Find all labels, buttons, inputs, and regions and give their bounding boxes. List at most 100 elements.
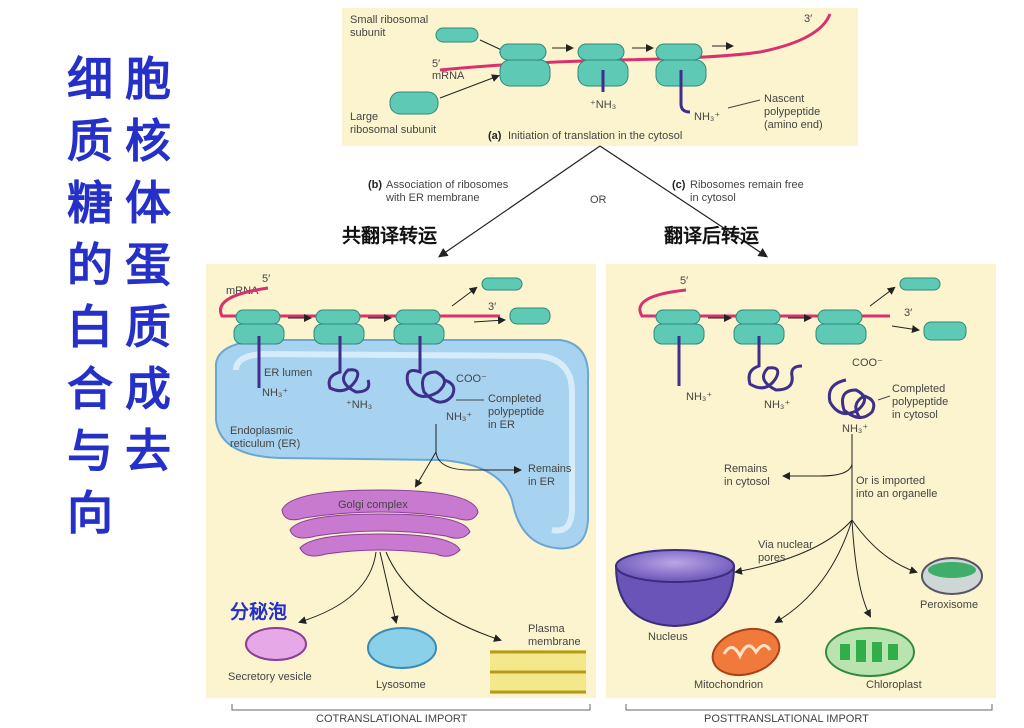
ribosome-small: [235, 309, 281, 325]
three-prime-label: 3′: [904, 307, 912, 319]
ribosome-small: [577, 43, 625, 61]
ribosome-small: [315, 309, 361, 325]
branch-arrow-right: [599, 145, 769, 258]
er-lumen: [214, 339, 590, 550]
imported-label-2: into an organelle: [856, 488, 937, 500]
polypeptide-folding: [327, 336, 371, 394]
er-membrane-highlight: [233, 350, 575, 534]
thylakoid-stack: [872, 642, 882, 662]
ribosome-small: [655, 309, 701, 325]
polypeptide-completed: [405, 336, 456, 404]
cotranslational-cn-label: 共翻译转运: [342, 224, 437, 247]
small-subunit-label-1: Small ribosomal: [350, 14, 428, 26]
three-prime-label: 3′: [804, 13, 812, 25]
via-nuclear-2: pores: [758, 552, 786, 564]
remains-er-2: in ER: [528, 476, 555, 488]
mrna-label: mRNA: [226, 285, 259, 297]
title-char: 合: [67, 362, 113, 416]
title-char: 的: [67, 238, 113, 292]
mitochondrion-label: Mitochondrion: [694, 679, 763, 691]
lysosome-label: Lysosome: [376, 679, 426, 691]
completed-cytosol-1: Completed: [892, 383, 945, 395]
posttranslational-footer: POSTTRANSLATIONAL IMPORT: [704, 713, 869, 725]
posttranslational-panel: 5′ 3′ COO⁻ NH₃⁺ NH₃⁺ NH₃⁺ Completed poly…: [606, 264, 996, 725]
completed-cytosol-2: polypeptide: [892, 396, 948, 408]
caption-a: Initiation of translation in the cytosol: [508, 130, 682, 142]
caption-a-bold: (a): [488, 130, 502, 142]
arrow-to-chloroplast: [851, 519, 871, 618]
three-prime-label: 3′: [488, 301, 496, 313]
peroxisome-label: Peroxisome: [920, 599, 978, 611]
large-subunit: [389, 91, 439, 115]
free-subunit: [481, 277, 523, 291]
arrow-to-nucleus: [734, 519, 853, 575]
ribosome-small: [735, 309, 781, 325]
thylakoid-stack: [856, 640, 866, 662]
arrow-to-plasma: [385, 551, 502, 642]
er-label-2: reticulum (ER): [230, 438, 300, 450]
plasma-label-2: membrane: [528, 636, 581, 648]
imported-label-1: Or is imported: [856, 475, 925, 487]
free-subunit: [509, 307, 551, 325]
polypeptide-long: [679, 70, 691, 114]
free-subunit: [899, 277, 941, 291]
secretory-label: Secretory vesicle: [228, 671, 312, 683]
title-char: 体: [125, 176, 171, 230]
title-char: 与: [67, 424, 113, 478]
mitochondrion-body: [711, 627, 781, 677]
branch-c-text-1: Ribosomes remain free: [690, 179, 804, 191]
thylakoid-stack: [840, 644, 850, 660]
large-subunit-label-1: Large: [350, 111, 378, 123]
golgi-cisterna: [289, 513, 471, 539]
title-char: 质: [67, 114, 113, 168]
small-subunit-label-2: subunit: [350, 27, 385, 39]
arrow: [439, 74, 500, 99]
remains-cytosol-2: in cytosol: [724, 476, 770, 488]
polypeptide-completed: [827, 378, 876, 419]
plasma-label-1: Plasma: [528, 623, 566, 635]
polypeptide-folding: [747, 336, 803, 392]
completed-er-3: in ER: [488, 419, 515, 431]
title-char: 核: [125, 114, 171, 168]
cotranslational-panel: 5′ mRNA 3′ ER lumen NH₃⁺ ⁺NH₃ COO⁻ NH₃⁺ …: [206, 264, 596, 725]
chloroplast: [825, 627, 915, 677]
er-lumen-label: ER lumen: [264, 367, 312, 379]
completed-er-2: polypeptide: [488, 406, 544, 418]
er-label-1: Endoplasmic: [230, 425, 293, 437]
leader-line: [727, 99, 761, 109]
remains-er-1: Remains: [528, 463, 572, 475]
large-subunit-label-2: ribosomal subunit: [350, 124, 436, 136]
cotranslational-footer: COTRANSLATIONAL IMPORT: [316, 713, 468, 725]
title-char: 细: [67, 52, 113, 106]
ribosome-small: [395, 309, 441, 325]
lysosome: [367, 627, 437, 669]
nh3-label: NH₃⁺: [764, 399, 790, 411]
golgi-complex: [281, 489, 479, 557]
golgi-cisterna: [299, 533, 461, 557]
nucleus-body: [614, 565, 736, 628]
nascent-label-3: (amino end): [764, 119, 823, 131]
leader-line: [877, 395, 891, 401]
chloroplast-label: Chloroplast: [866, 679, 922, 691]
branch-b-bold: (b): [368, 179, 382, 191]
branch-area: (b) Association of ribosomes with ER mem…: [342, 145, 804, 258]
small-subunit: [435, 27, 479, 43]
posttranslational-cn-label: 翻译后转运: [664, 224, 759, 247]
nh3-label: NH₃⁺: [262, 387, 288, 399]
thylakoid-stack: [888, 644, 898, 660]
remains-cytosol-1: Remains: [724, 463, 768, 475]
title-char: 胞: [125, 52, 171, 106]
title-char: 蛋: [125, 238, 171, 292]
branch-arrow-left: [438, 145, 601, 258]
golgi-cisterna: [281, 489, 479, 521]
mrna-label: mRNA: [432, 70, 465, 82]
nucleus-label: Nucleus: [648, 631, 688, 643]
branch-b-text-1: Association of ribosomes: [386, 179, 509, 191]
bracket: [625, 704, 993, 711]
plasma-membrane: [490, 650, 586, 694]
nascent-label-2: polypeptide: [764, 106, 820, 118]
translation-initiation-panel: Small ribosomal subunit 5′ mRNA 3′ ⁺NH₃ …: [342, 8, 858, 146]
nh3-label: NH₃⁺: [446, 411, 472, 423]
arrow: [891, 325, 920, 334]
branch-b-text-2: with ER membrane: [385, 192, 480, 204]
